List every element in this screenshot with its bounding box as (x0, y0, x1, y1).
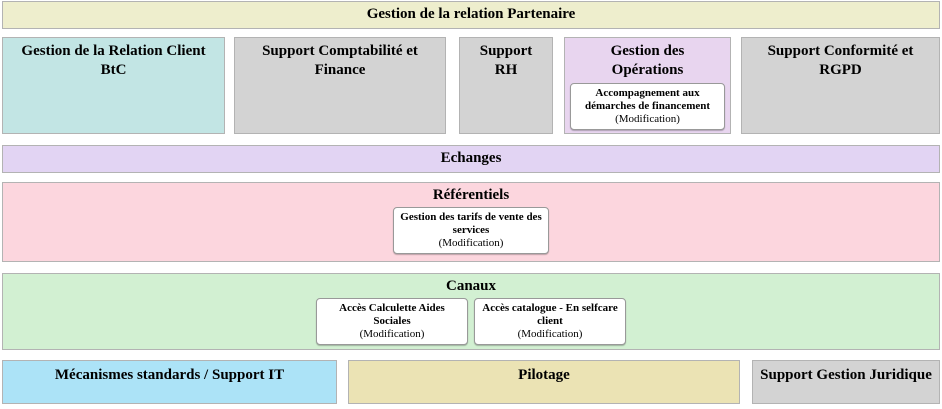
banner-label: Echanges (440, 150, 502, 166)
banner-gestion-relation-partenaire: Gestion de la relation Partenaire (2, 1, 940, 29)
canaux-cards-row: Accès Calculette Aides Sociales (Modific… (3, 296, 939, 346)
card-title: Accompagnement aux démarches de financem… (584, 86, 711, 112)
block-title: Support Comptabilité et Finance (262, 43, 418, 78)
block-title: Support Conformité et RGPD (767, 43, 914, 78)
block-title: Support RH (479, 43, 533, 78)
block-title: Gestion de la Relation Client BtC (21, 43, 206, 78)
block-title: Mécanismes standards / Support IT (54, 367, 285, 383)
block-support-comptabilite-finance: Support Comptabilité et Finance (234, 37, 446, 134)
block-title: Pilotage (518, 367, 570, 383)
block-support-rh: Support RH (459, 37, 553, 134)
card-modification-note: (Modification) (615, 112, 680, 125)
block-support-conformite-rgpd: Support Conformité et RGPD (741, 37, 940, 134)
block-gestion-des-operations: Gestion des Opérations Accompagnement au… (564, 37, 731, 134)
card-acces-calculette-aides-sociales: Accès Calculette Aides Sociales (Modific… (316, 297, 468, 346)
card-title: Gestion des tarifs de vente des services (400, 210, 542, 236)
block-mecanismes-standards-support-it: Mécanismes standards / Support IT (2, 360, 337, 404)
banner-label: Gestion de la relation Partenaire (366, 6, 576, 22)
card-modification-note: (Modification) (359, 328, 425, 341)
block-title: Gestion des Opérations (610, 43, 685, 78)
block-support-gestion-juridique: Support Gestion Juridique (752, 360, 940, 404)
section-title: Référentiels (432, 187, 510, 203)
section-referentiels: Référentiels Gestion des tarifs de vente… (2, 182, 940, 262)
card-modification-note: (Modification) (517, 328, 583, 341)
block-pilotage: Pilotage (348, 360, 740, 404)
card-title: Accès catalogue - En selfcare client (482, 301, 618, 327)
card-acces-catalogue-selfcare-client: Accès catalogue - En selfcare client (Mo… (474, 297, 626, 346)
card-title: Accès Calculette Aides Sociales (339, 301, 445, 327)
block-title: Support Gestion Juridique (760, 367, 932, 383)
card-gestion-tarifs-vente-services: Gestion des tarifs de vente des services… (393, 206, 549, 255)
section-canaux: Canaux Accès Calculette Aides Sociales (… (2, 273, 940, 350)
card-modification-note: (Modification) (438, 237, 504, 250)
block-gestion-relation-client-btc: Gestion de la Relation Client BtC (2, 37, 225, 134)
section-title: Canaux (445, 278, 497, 294)
card-accompagnement-demarches-financement: Accompagnement aux démarches de financem… (570, 82, 725, 131)
banner-echanges: Echanges (2, 145, 940, 173)
